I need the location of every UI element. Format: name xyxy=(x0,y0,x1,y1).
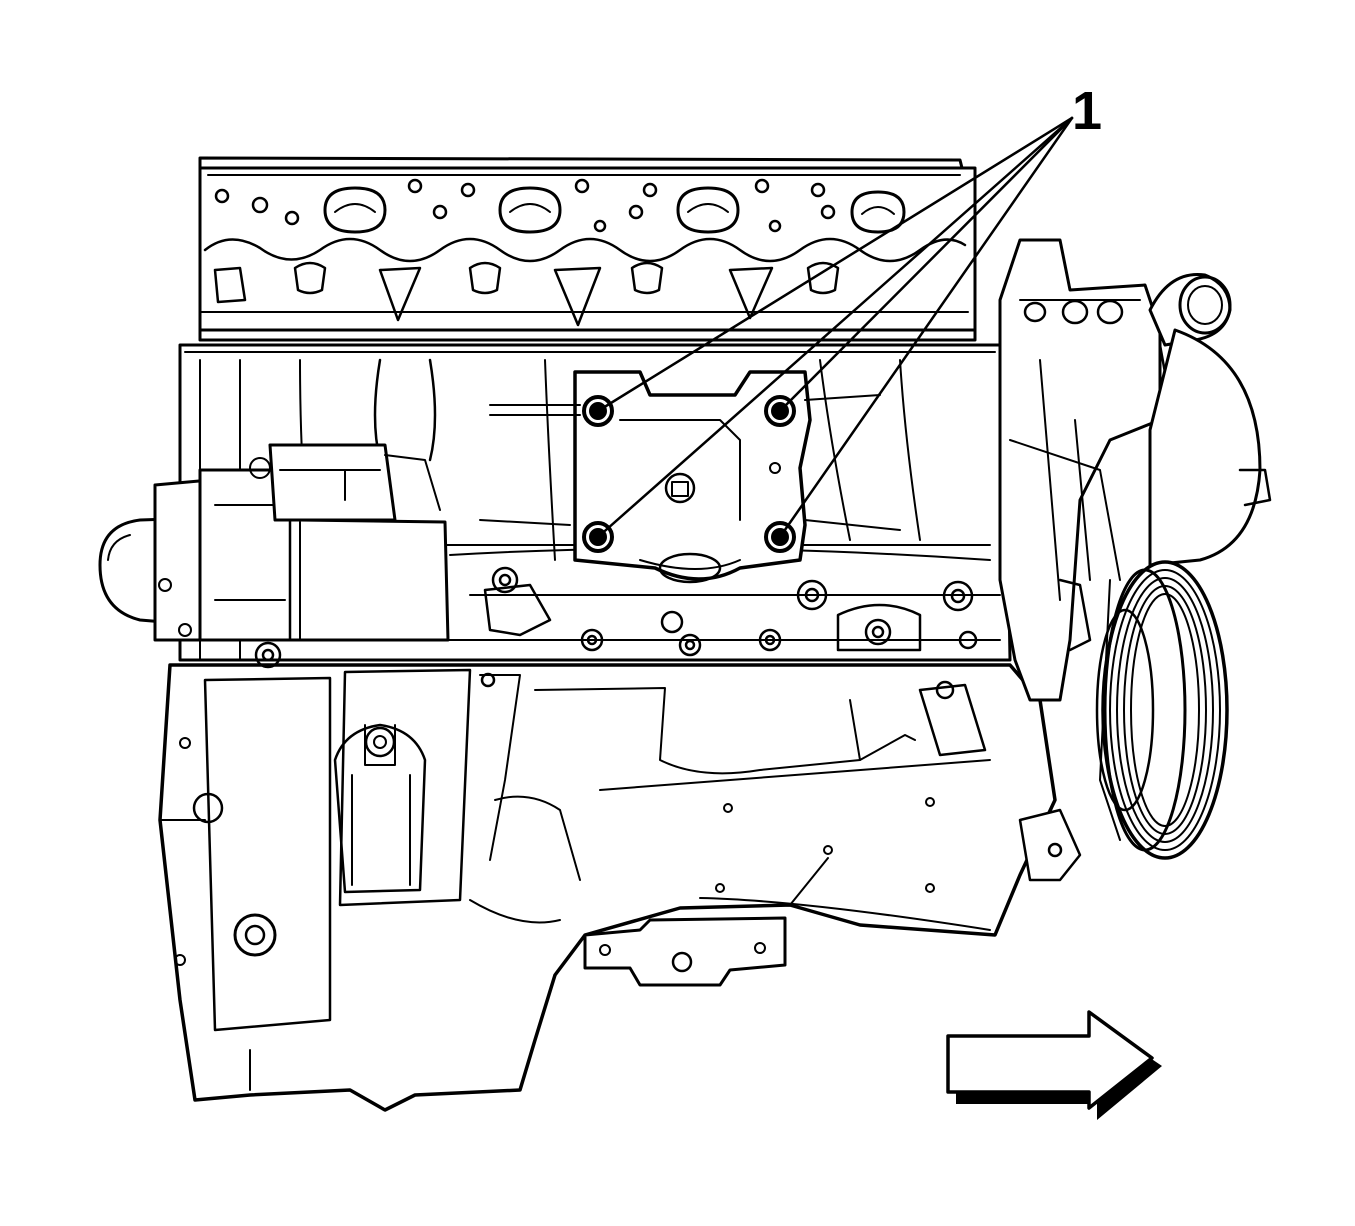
pan-rail-bosses xyxy=(254,566,987,757)
water-pump xyxy=(1148,272,1272,567)
callout-1-leaders xyxy=(596,116,1074,539)
front-cover xyxy=(998,238,1162,702)
head-bolt-holes xyxy=(214,178,836,233)
crankshaft-pulley xyxy=(1095,560,1229,860)
engine-mount-bracket xyxy=(479,370,901,584)
front-sensor-bracket xyxy=(1018,578,1092,882)
engine-mount-bolts xyxy=(582,395,796,553)
cylinder-head xyxy=(198,156,977,342)
starter-motor xyxy=(98,443,450,642)
intake-ports xyxy=(323,186,906,234)
arrow-right-icon xyxy=(946,1010,1162,1120)
callout-label-1: 1 xyxy=(1072,81,1103,141)
oil-pan xyxy=(158,663,1057,1112)
